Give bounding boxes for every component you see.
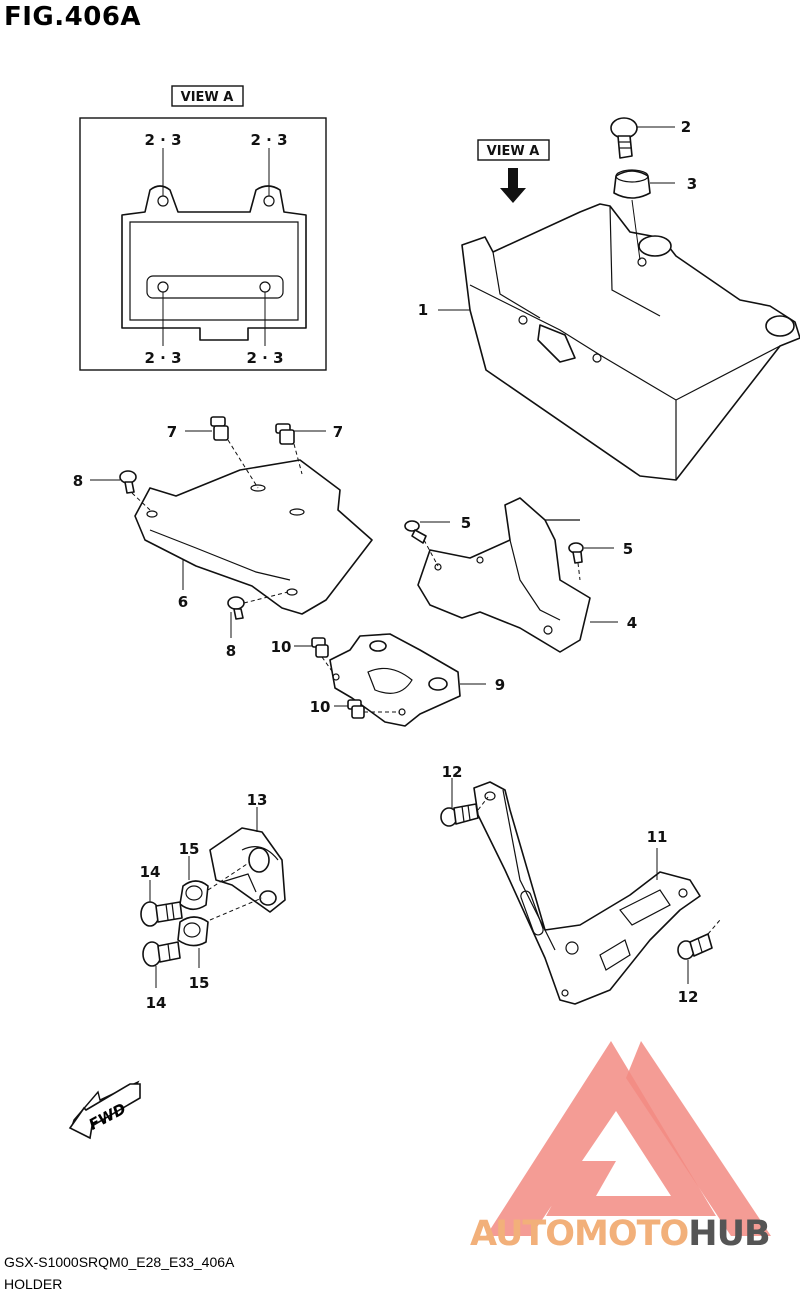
callout-14-top: 14 [140, 863, 161, 881]
part-11-long-bracket: 11 [473, 781, 701, 1005]
part-3-grommet: 3 [613, 169, 697, 261]
part-15-grommets: 15 15 [177, 840, 210, 992]
part-6-plate: 6 [134, 459, 373, 615]
callout-8-top: 8 [73, 472, 83, 490]
callout-13: 13 [247, 791, 268, 809]
callout-2-3-top-right: 2 · 3 [250, 131, 287, 149]
callout-14-bottom: 14 [146, 994, 167, 1012]
callout-12-bottom: 12 [678, 988, 699, 1006]
view-a-arrow: VIEW A [477, 139, 550, 203]
part-4-bracket: 4 [417, 497, 637, 653]
view-a-arrow-label: VIEW A [487, 144, 540, 159]
part-1-battery-tray: 1 [418, 203, 800, 481]
callout-2-3-bottom-right: 2 · 3 [246, 349, 283, 367]
callout-3: 3 [687, 175, 697, 193]
model-code: GSX-S1000SRQM0_E28_E33_406A [4, 1254, 235, 1270]
callout-12-top: 12 [442, 763, 463, 781]
callout-1: 1 [418, 301, 428, 319]
view-a-label: VIEW A [181, 90, 234, 105]
callout-2: 2 [681, 118, 691, 136]
callout-2-3-top-left: 2 · 3 [144, 131, 181, 149]
watermark-text: AUTOMOTOHUB [470, 1214, 800, 1254]
watermark-text-hub: HUB [688, 1214, 770, 1254]
callout-7-left: 7 [167, 423, 177, 441]
callout-5-right: 5 [623, 540, 633, 558]
callout-11: 11 [647, 828, 668, 846]
callout-10-top: 10 [271, 638, 292, 656]
callout-4: 4 [627, 614, 637, 632]
part-9-plate: 9 [329, 633, 505, 727]
fwd-arrow: FWD [68, 1080, 141, 1140]
part-10-bolts: 10 10 [271, 637, 400, 719]
part-2-screw: 2 [610, 117, 691, 159]
callout-2-3-bottom-left: 2 · 3 [144, 349, 181, 367]
part-7-bolts: 7 7 [167, 416, 343, 489]
figure-title: FIG.406A [4, 2, 142, 32]
callout-5-top: 5 [461, 514, 471, 532]
part-14-screws: 14 14 [140, 863, 183, 1012]
watermark-text-primary: AUTOMOTO [470, 1214, 689, 1254]
part-13-holder: 13 [207, 791, 286, 921]
part-5-screws: 5 5 [404, 514, 633, 581]
callout-10-bottom: 10 [310, 698, 331, 716]
callout-15-top: 15 [179, 840, 200, 858]
callout-8-bottom: 8 [226, 642, 236, 660]
view-a-inset: VIEW A 2 · 3 2 · 3 2 · 3 2 · 3 [79, 85, 327, 371]
callout-7-right: 7 [333, 423, 343, 441]
callout-6: 6 [178, 593, 188, 611]
page-name: HOLDER [4, 1276, 63, 1292]
part-12-bolts: 12 12 [440, 763, 721, 1006]
callout-15-bottom: 15 [189, 974, 210, 992]
watermark-logo-icon [486, 1041, 771, 1236]
part-8-screws: 8 8 [73, 470, 289, 660]
callout-9: 9 [495, 676, 505, 694]
